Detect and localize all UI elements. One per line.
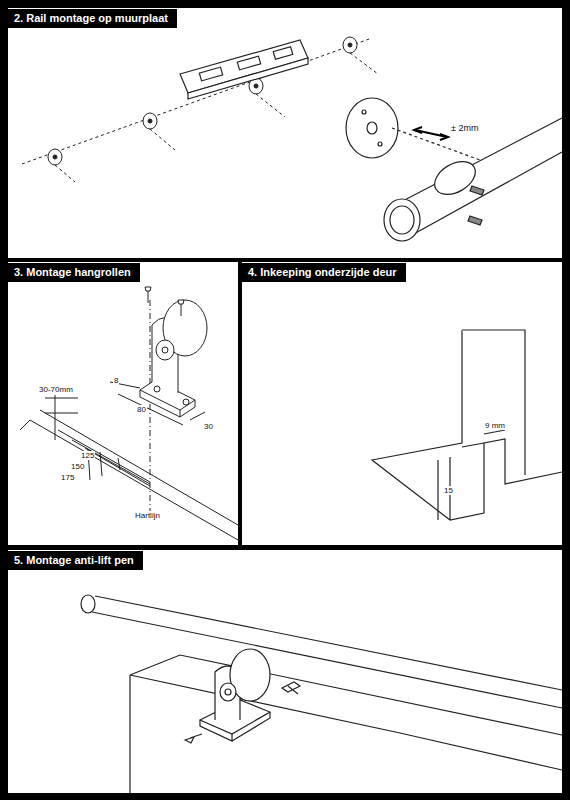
dimension-label: 80 (136, 405, 147, 414)
dimension-label: 9 mm (484, 421, 506, 430)
wall-plates (22, 37, 378, 182)
dimension-label: 15 (443, 486, 454, 495)
panel: 5. Montage anti-lift pen (8, 550, 562, 793)
panel-heading: 5. Montage anti-lift pen (8, 551, 143, 570)
roller-hanger (20, 287, 238, 540)
panel: 4. Inkeeping onderzijde deur (242, 262, 562, 545)
anti-lift-assembly (81, 595, 562, 793)
dimension-label: Hartlijn (134, 511, 161, 520)
dimension-label: 175 (60, 473, 75, 482)
dimension-label: 30 (203, 422, 214, 431)
dimension-label: ± 2mm (450, 124, 479, 133)
panel-heading: 4. Inkeeping onderzijde deur (242, 263, 406, 282)
panel: 3. Montage hangrollen (8, 262, 238, 545)
panel-heading: 3. Montage hangrollen (8, 263, 140, 282)
dimension-label: 8 (113, 376, 119, 385)
dimension-label: 125 (80, 451, 95, 460)
spirit-level (180, 40, 308, 99)
rail-and-plate (346, 98, 562, 241)
dimension-label: 30-70mm (38, 385, 74, 394)
dimension-label: 150 (70, 462, 85, 471)
panel-heading: 2. Rail montage op muurplaat (8, 9, 177, 28)
panel: 2. Rail montage op muurplaat (8, 8, 562, 258)
door-notch (372, 330, 562, 520)
